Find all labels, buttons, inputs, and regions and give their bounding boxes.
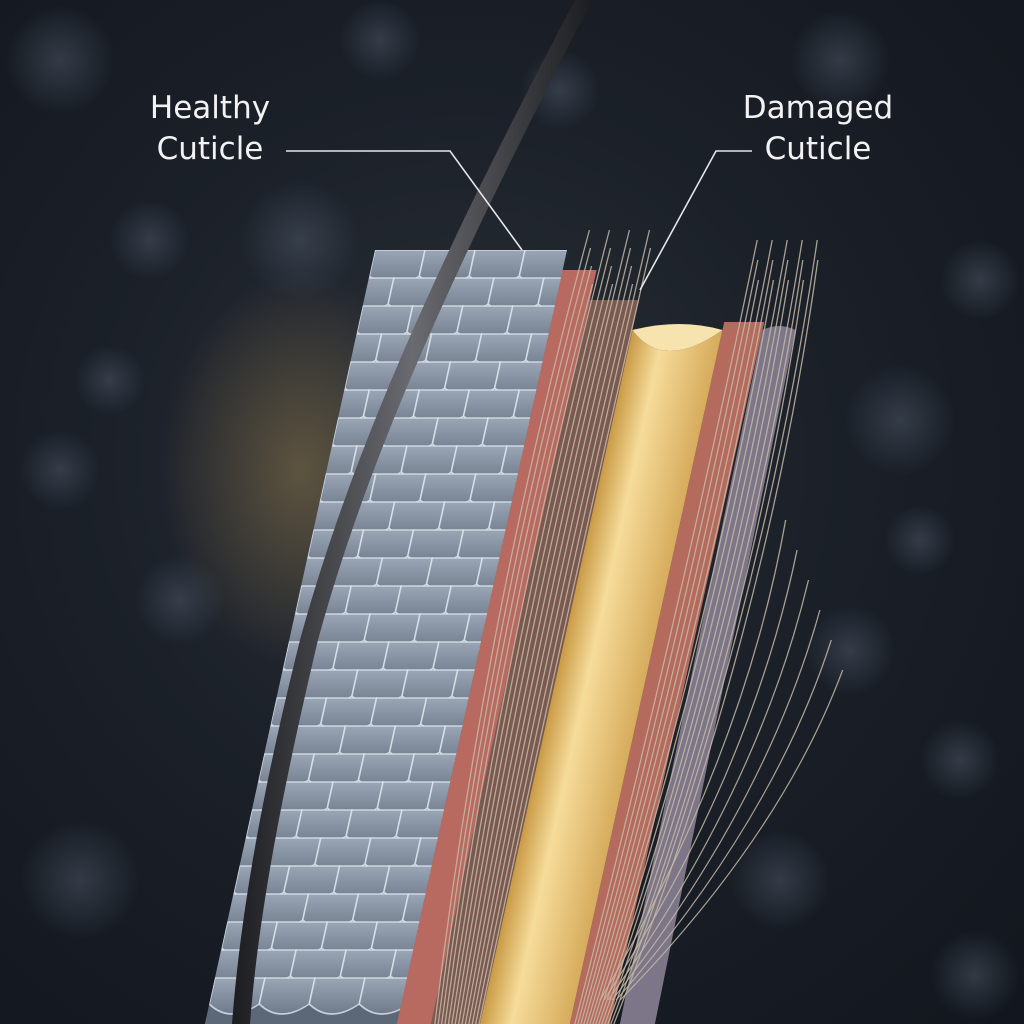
bokeh-dot <box>790 10 890 110</box>
bokeh-dot <box>110 200 190 280</box>
cortex-fiber <box>475 229 651 1024</box>
cortex-fiber <box>604 259 804 1024</box>
bokeh-dot <box>885 505 955 575</box>
bokeh-dot <box>845 365 955 475</box>
cortex-fiber <box>577 259 759 1024</box>
cortex-fiber <box>607 579 810 1001</box>
bokeh-dot <box>20 430 100 510</box>
healthy-label-line2: Cuticle <box>156 131 264 167</box>
cortex-fiber <box>589 279 775 1024</box>
cortex-fiber <box>615 639 832 1001</box>
bokeh-dot <box>920 720 1000 800</box>
frayed-fibers <box>434 229 844 1024</box>
cortex-fiber <box>447 229 611 1024</box>
cortex-fiber <box>471 283 634 1024</box>
bokeh-dot <box>20 820 140 940</box>
damaged-label-line2: Cuticle <box>764 131 872 167</box>
cortex-fiber <box>601 239 803 1024</box>
cortex-fiber <box>434 229 591 1024</box>
cortex-fiber <box>613 259 819 1024</box>
cortex-fiber <box>458 283 614 1024</box>
cortex-fiber <box>464 247 632 1024</box>
cortex-fiber <box>592 239 788 1024</box>
cortex-fiber <box>580 279 760 1024</box>
cortex-fiber <box>437 247 592 1024</box>
healthy-leader-line <box>286 150 523 251</box>
bokeh-dot <box>5 5 115 115</box>
cortex-layer-left <box>394 270 597 1024</box>
cortex-fiber <box>468 265 633 1024</box>
medulla-opening <box>632 324 723 351</box>
cortex-fiber <box>440 265 593 1024</box>
cortex-fiber <box>478 247 652 1024</box>
cortex-fiber <box>574 239 758 1024</box>
cortex-fiber <box>586 259 774 1024</box>
cortex-fiber <box>611 609 821 1001</box>
healthy-cuticle-label: Healthy Cuticle <box>130 88 290 170</box>
cortex-fiber <box>619 669 844 1001</box>
cortex-fiber <box>598 279 790 1024</box>
cortex-fiber <box>451 247 612 1024</box>
hair-shaft <box>204 229 844 1024</box>
damaged-leader-line <box>639 150 752 291</box>
bokeh-dot <box>730 830 830 930</box>
bokeh-dot <box>940 240 1020 320</box>
damaged-label-line1: Damaged <box>742 90 894 126</box>
cortex-fiber <box>599 519 787 1001</box>
bokeh-dot <box>805 605 895 695</box>
damaged-cuticle-label: Damaged Cuticle <box>728 88 908 170</box>
cortex-fiber <box>603 549 798 1001</box>
cortex-fiber <box>610 239 818 1024</box>
cortex-fiber <box>444 283 594 1024</box>
cortex-fiber <box>595 259 789 1024</box>
healthy-label-line1: Healthy <box>149 90 271 126</box>
bokeh-dot <box>930 930 1020 1020</box>
cortex-fiber <box>583 239 773 1024</box>
cortex-fiber <box>454 265 613 1024</box>
bokeh-dot <box>75 345 145 415</box>
bokeh-dot <box>240 180 360 300</box>
cortex-fiber <box>461 229 631 1024</box>
bokeh-dot <box>340 0 420 80</box>
medulla <box>479 330 723 1024</box>
